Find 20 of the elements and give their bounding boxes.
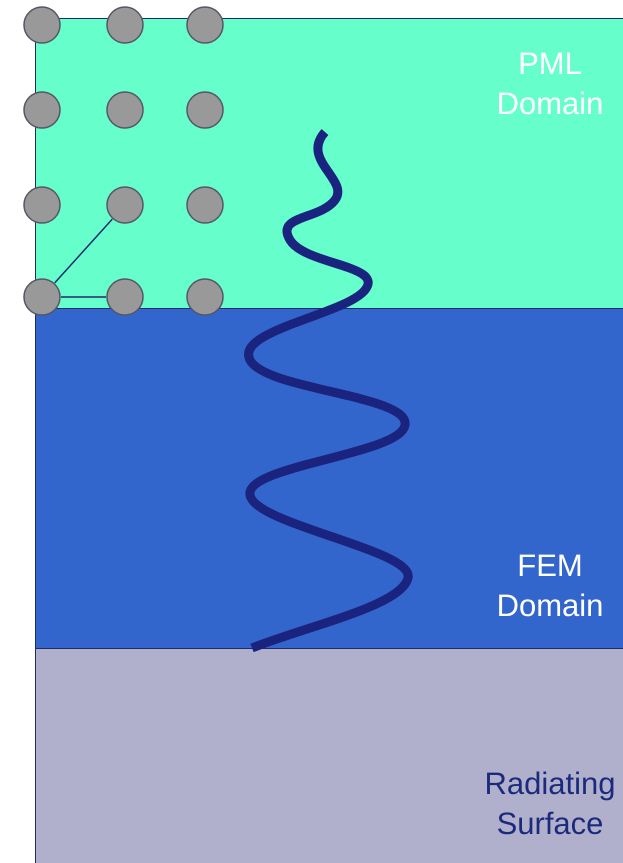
band-label: PML Domain <box>496 45 604 124</box>
node-circle <box>23 186 61 224</box>
node-circle <box>23 91 61 129</box>
node-circle <box>186 6 224 44</box>
surface-band <box>35 648 623 863</box>
node-circle <box>23 278 61 316</box>
connector-line <box>54 218 113 284</box>
node-circle <box>106 278 144 316</box>
node-circle <box>106 91 144 129</box>
domain-band <box>35 18 623 309</box>
node-circle <box>106 186 144 224</box>
node-circle <box>106 6 144 44</box>
domain-band <box>35 308 623 649</box>
node-circle <box>23 6 61 44</box>
band-label: FEM Domain <box>496 547 604 626</box>
node-circle <box>186 186 224 224</box>
band-label: Radiating Surface <box>484 765 616 844</box>
node-circle <box>186 91 224 129</box>
connector-line <box>61 296 106 298</box>
node-circle <box>186 278 224 316</box>
